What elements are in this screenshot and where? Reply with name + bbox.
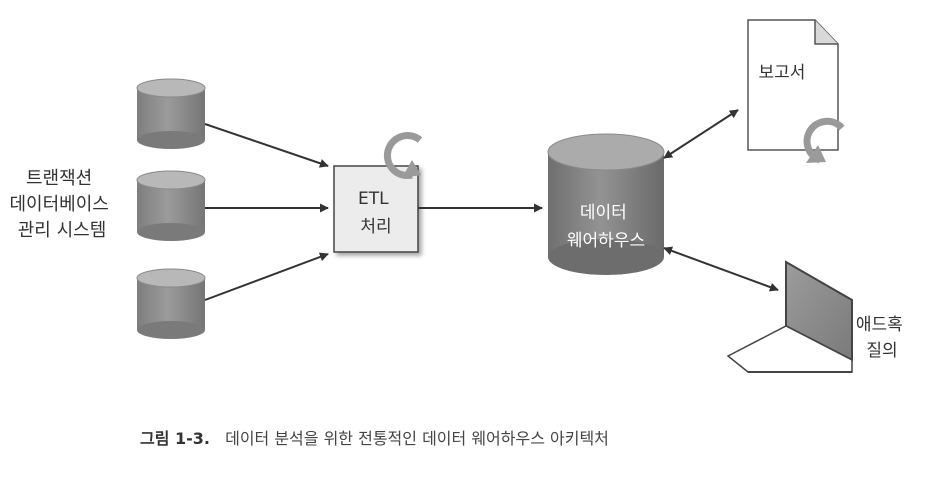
adhoc-label-line-1: 애드혹 [856,315,903,335]
report-document: 보고서 [747,19,839,151]
arrow-warehouse-laptop [663,246,779,292]
database-icon [136,78,206,149]
figure-caption: 그림 1-3. 데이터 분석을 위한 전통적인 데이터 웨어하우스 아키텍처 [140,429,609,448]
database-icon [136,268,206,339]
adhoc-label: 애드혹 질의 [856,315,908,361]
report-label: 보고서 [759,63,806,83]
warehouse-label-line-1: 데이터 [580,203,627,223]
source-label-line-2: 데이터베이스 [9,194,108,215]
source-label-line-1: 트랜잭션 [26,168,92,189]
adhoc-label-line-2: 질의 [866,341,897,361]
svg-text:그림 1-3. 데이터 분석을 위한 전통적인: 그림 1-3. 데이터 분석을 위한 전통적인 데이터 웨어하우스 아키텍처 [140,429,609,448]
arrow-source1-to-etl [204,123,329,168]
source-database-2 [136,170,206,241]
source-database-3 [136,268,206,339]
database-icon [547,133,665,275]
document-icon [747,19,839,151]
source-database-1 [136,78,206,149]
laptop [726,260,853,373]
arrow-warehouse-report [663,109,739,159]
laptop-icon [726,260,853,373]
etl-label-line-1: ETL [358,189,389,209]
source-label-line-3: 관리 시스템 [18,220,107,241]
database-icon [136,170,206,241]
data-warehouse: 데이터 웨어하우스 [547,133,665,275]
caption-text: 데이터 분석을 위한 전통적인 데이터 웨어하우스 아키텍처 [225,429,609,448]
svg-text:ETL 처리: ETL 처리 [358,189,394,237]
etl-label-line-2: 처리 [360,217,391,237]
warehouse-label-line-2: 웨어하우스 [567,231,645,251]
refresh-icon [803,117,845,164]
refresh-icon [383,132,423,180]
svg-text:데이터 웨어하우스: 데이터 웨어하우스 [567,203,645,251]
source-label: 트랜잭션 데이터베이스 관리 시스템 [9,168,114,241]
caption-number: 그림 1-3. [140,429,210,448]
arrow-source3-to-etl [204,252,329,301]
